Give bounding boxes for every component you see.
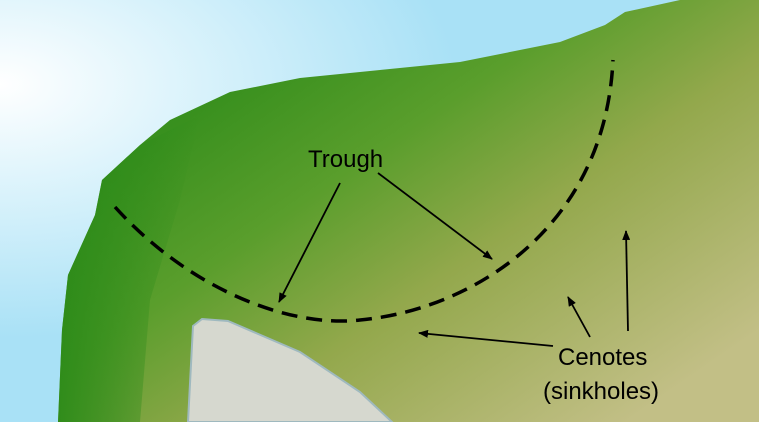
coastal-green-band [58, 115, 200, 422]
land-peninsula [58, 0, 759, 422]
sinkholes-label: (sinkholes) [543, 378, 659, 405]
cenotes-arrow-right [622, 230, 631, 332]
trough-dashed-line [113, 59, 615, 323]
cenotes-arrow-middle [567, 296, 591, 338]
trough-arrow-right [377, 172, 493, 260]
trough-label: Trough [308, 146, 383, 173]
light-terrain [186, 317, 394, 422]
cenotes-arrow-left [418, 329, 554, 347]
trough-arrow-left [278, 182, 341, 303]
cenotes-label: Cenotes [558, 344, 647, 371]
